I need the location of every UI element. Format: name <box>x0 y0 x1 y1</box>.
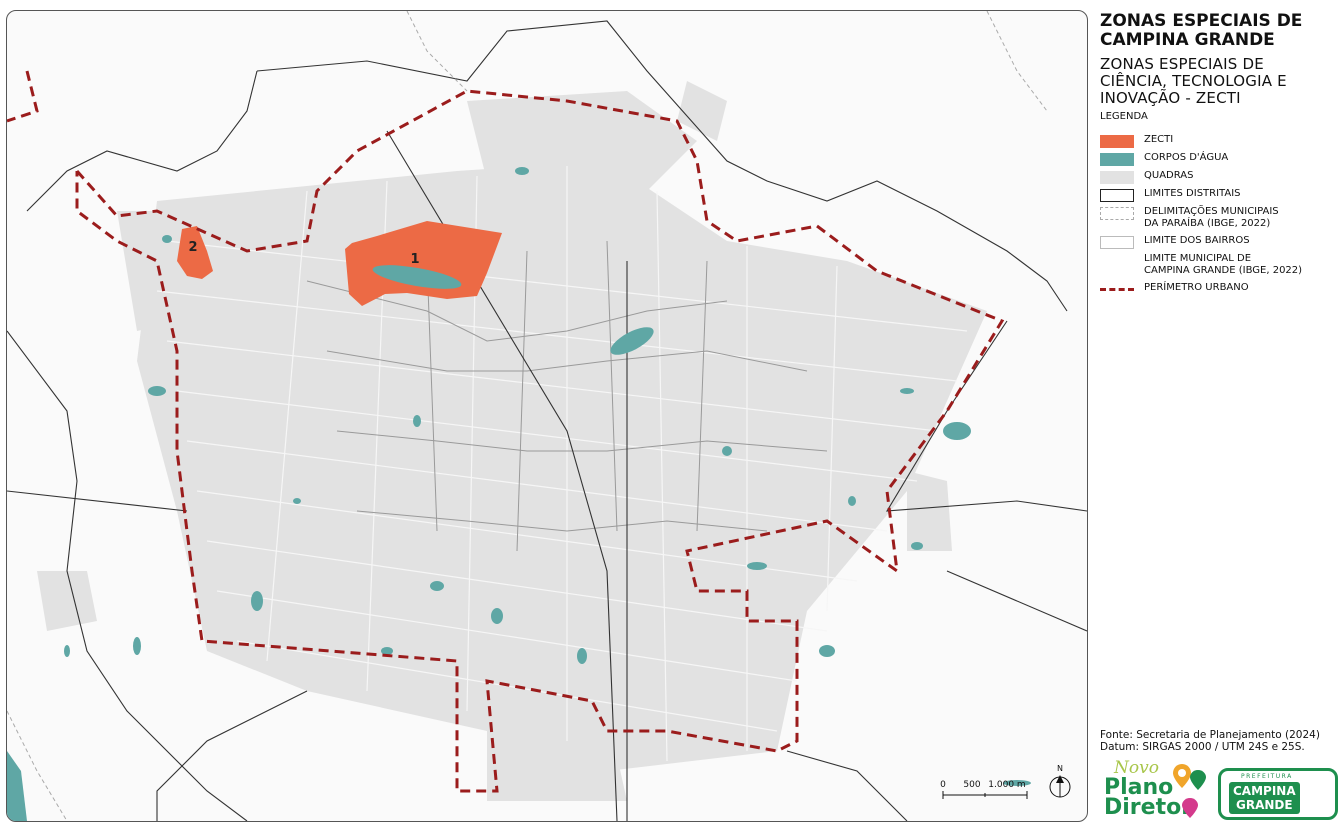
legend-label-municipal-delimitations: DELIMITAÇÕES MUNICIPAIS DA PARAÍBA (IBGE… <box>1144 206 1279 229</box>
north-arrow-icon: N <box>1049 764 1071 798</box>
map-subtitle: ZONAS ESPECIAIS DE CIÊNCIA, TECNOLOGIA E… <box>1100 55 1287 107</box>
neighborhood-limits <box>306 240 828 552</box>
north-label: N <box>1057 764 1063 773</box>
swatch-district-limits <box>1100 189 1134 202</box>
legend-label-water: CORPOS D'ÁGUA <box>1144 152 1229 163</box>
legend-item-urban-perimeter: PERÍMETRO URBANO <box>1100 282 1339 294</box>
swatch-neighborhood-limits <box>1100 236 1134 249</box>
legend-label-blocks: QUADRAS <box>1144 170 1194 181</box>
plano-diretor-logo: Novo Plano Diretor <box>1102 758 1212 830</box>
swatch-zecti <box>1100 135 1134 148</box>
swatch-blocks <box>1100 171 1134 184</box>
legend-item-blocks: QUADRAS <box>1100 170 1339 184</box>
blocks-layer <box>37 81 987 801</box>
legend-item-water: CORPOS D'ÁGUA <box>1100 152 1339 166</box>
swatch-municipal-limit <box>1100 254 1134 267</box>
map-frame[interactable]: 1 2 0 500 1.000 m N <box>6 10 1088 822</box>
logo-novo-text: Novo <box>1114 758 1159 778</box>
legend-item-municipal-delimitations: DELIMITAÇÕES MUNICIPAIS DA PARAÍBA (IBGE… <box>1100 206 1339 230</box>
legend-label-district-limits: LIMITES DISTRITAIS <box>1144 188 1241 199</box>
legend-label-neighborhood-limits: LIMITE DOS BAIRROS <box>1144 235 1250 246</box>
swatch-water <box>1100 153 1134 166</box>
legend-label-zecti: ZECTI <box>1144 134 1174 145</box>
legend-item-neighborhood-limits: LIMITE DOS BAIRROS <box>1100 235 1339 249</box>
zecti-zone-1[interactable] <box>345 221 502 306</box>
municipal-delimitations <box>7 11 1048 821</box>
logo-campina-grande-text: CAMPINA GRANDE <box>1229 782 1300 814</box>
legend-item-zecti: ZECTI <box>1100 134 1339 148</box>
location-pin-icon <box>1173 764 1206 818</box>
logo-prefeitura-text: PREFEITURA <box>1241 773 1293 780</box>
zecti-layer <box>177 221 502 306</box>
urban-perimeter <box>7 70 1005 793</box>
logo-plano-text: Plano <box>1104 775 1174 800</box>
logos: Novo Plano Diretor PREFEITURA CAMPINA GR… <box>1100 758 1339 833</box>
legend-item-district-limits: LIMITES DISTRITAIS <box>1100 188 1339 202</box>
legend-panel: ZONAS ESPECIAIS DE CAMPINA GRANDE ZONAS … <box>1100 12 1339 823</box>
zecti-label-2: 2 <box>188 240 197 255</box>
legend-label-urban-perimeter: PERÍMETRO URBANO <box>1144 282 1249 293</box>
prefeitura-logo: PREFEITURA CAMPINA GRANDE <box>1218 768 1338 820</box>
scale-label-500: 500 <box>963 780 980 790</box>
map-canvas: 1 2 0 500 1.000 m N <box>7 11 1087 821</box>
scale-bar: 0 500 1.000 m <box>940 780 1028 799</box>
map-title: ZONAS ESPECIAIS DE CAMPINA GRANDE <box>1100 11 1303 50</box>
legend-label-municipal-limit: LIMITE MUNICIPAL DE CAMPINA GRANDE (IBGE… <box>1144 253 1303 276</box>
source-note: Fonte: Secretaria de Planejamento (2024)… <box>1100 729 1320 753</box>
zecti-zone-2[interactable] <box>177 226 213 279</box>
legend-title: LEGENDA <box>1100 111 1148 122</box>
scale-label-0: 0 <box>940 780 946 790</box>
swatch-municipal-delimitations <box>1100 207 1134 220</box>
legend-item-municipal-limit: LIMITE MUNICIPAL DE CAMPINA GRANDE (IBGE… <box>1100 253 1339 277</box>
swatch-urban-perimeter <box>1100 288 1134 291</box>
scale-label-1000: 1.000 m <box>988 780 1025 790</box>
zecti-label-1: 1 <box>410 252 419 267</box>
logo-diretor-text: Diretor <box>1104 795 1193 820</box>
